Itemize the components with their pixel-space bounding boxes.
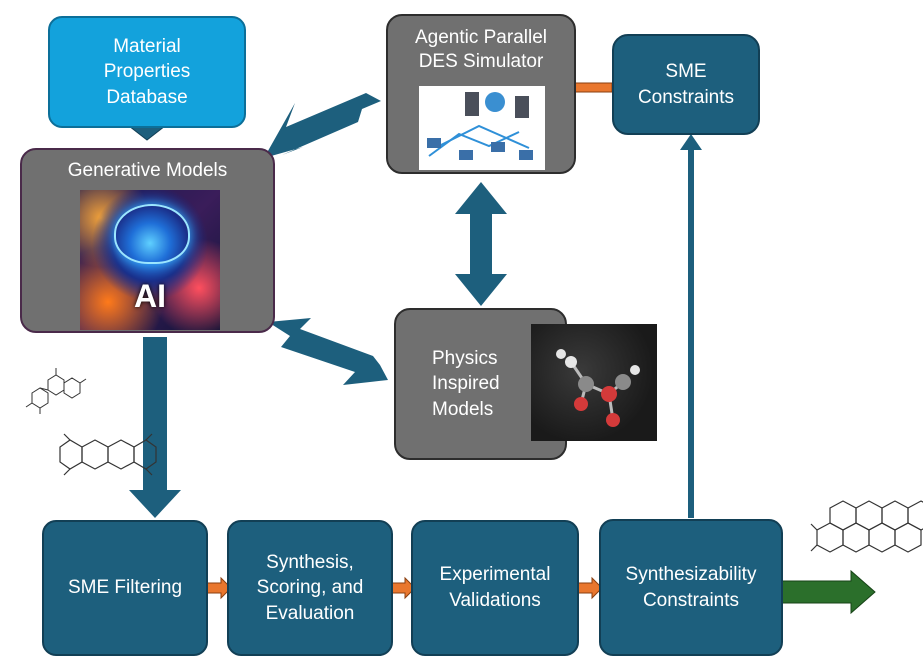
sme-filtering-label: SME Filtering [67, 577, 183, 599]
database-label-line-2: Properties [103, 61, 191, 83]
network-icon [427, 92, 533, 160]
molecule-perylene-icon [810, 500, 923, 553]
arrow-des-physics [455, 182, 507, 306]
molecule-small-icon [25, 368, 87, 414]
synthesis-scoring-box[interactable]: Synthesis, Scoring, and Evaluation [227, 520, 393, 656]
physics-line-3: Models [432, 398, 494, 420]
generative-models-box[interactable]: Generative Models AI [20, 148, 275, 333]
des-simulator-line-2: DES Simulator [418, 50, 544, 72]
sme-constraints-line-2: Constraints [637, 86, 735, 108]
des-simulator-box[interactable]: Agentic Parallel DES Simulator [386, 14, 576, 174]
ai-brain-image: AI [80, 190, 220, 330]
database-label-line-1: Material [113, 35, 181, 57]
physics-line-1: Physics [432, 347, 498, 369]
arrow-generative-des [264, 93, 381, 158]
synthesis-line-3: Evaluation [265, 602, 355, 624]
material-properties-database-box[interactable]: Material Properties Database [48, 16, 246, 128]
arrow-experimental-to-synthesizability [576, 576, 603, 600]
synthesis-line-1: Synthesis, [266, 551, 354, 573]
synthesis-line-2: Scoring, and [256, 577, 364, 599]
des-simulator-line-1: Agentic Parallel [414, 27, 548, 48]
sme-constraints-box[interactable]: SME Constraints [612, 34, 760, 135]
experimental-line-1: Experimental [439, 564, 551, 586]
arrow-output [780, 569, 876, 615]
ai-image-label: AI [134, 277, 166, 314]
arrow-generative-physics [268, 318, 388, 385]
network-servers-image [419, 86, 545, 170]
molecule-naphthalene-icon [59, 433, 157, 476]
database-label-line-3: Database [106, 86, 188, 108]
synthesizability-constraints-box[interactable]: Synthesizability Constraints [599, 519, 783, 656]
synthesizability-line-2: Constraints [642, 589, 740, 611]
experimental-validations-box[interactable]: Experimental Validations [411, 520, 579, 656]
sme-filtering-box[interactable]: SME Filtering [42, 520, 208, 656]
arrow-synthesizability-to-sme [680, 134, 702, 518]
arrow-filtering-to-synthesis [205, 576, 232, 600]
molecule-3d-image [531, 324, 657, 441]
synthesizability-line-1: Synthesizability [625, 563, 757, 585]
sme-constraints-line-1: SME [665, 60, 707, 82]
generative-models-title: Generative Models [67, 160, 228, 181]
ball-stick-molecule-icon [556, 349, 640, 427]
experimental-line-2: Validations [449, 590, 541, 611]
physics-line-2: Inspired [432, 373, 500, 395]
brain-icon [114, 204, 190, 264]
arrow-generative-to-filtering [129, 337, 181, 518]
